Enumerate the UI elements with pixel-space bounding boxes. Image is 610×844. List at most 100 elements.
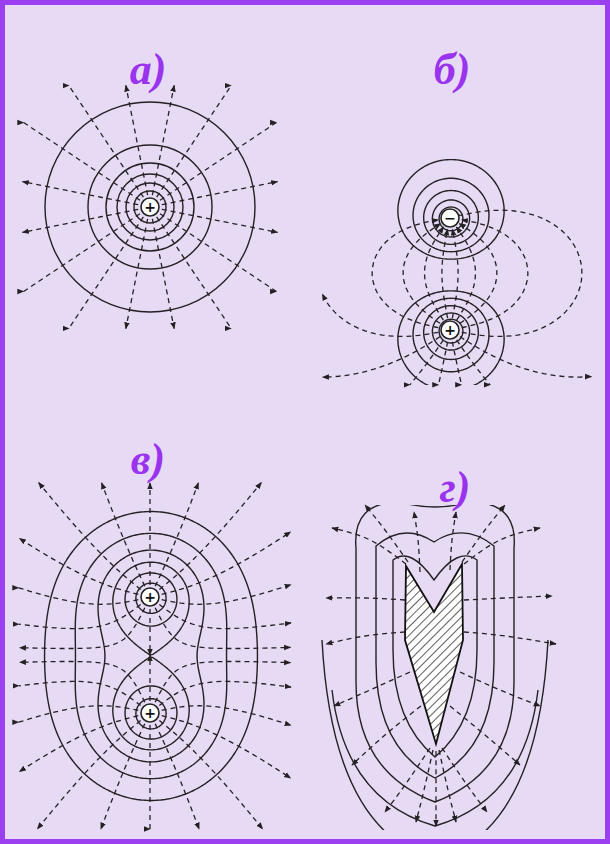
equipotential-line bbox=[424, 306, 479, 360]
charge-sign: + bbox=[444, 323, 456, 337]
equipotential-line bbox=[75, 533, 227, 778]
panel-label: г) bbox=[440, 466, 471, 510]
field-line bbox=[450, 512, 456, 570]
field-line bbox=[162, 585, 291, 605]
equipotential-line bbox=[356, 505, 515, 802]
equipotential-line bbox=[106, 163, 194, 251]
field-line bbox=[149, 483, 150, 585]
field-line bbox=[157, 217, 231, 328]
equipotential-line bbox=[88, 145, 212, 269]
field-line bbox=[19, 604, 141, 628]
field-line bbox=[37, 720, 140, 828]
field-line bbox=[332, 528, 406, 564]
panel-v bbox=[19, 483, 291, 829]
field-line bbox=[126, 219, 148, 329]
field-line bbox=[160, 123, 276, 201]
field-line bbox=[102, 483, 145, 586]
field-line bbox=[155, 661, 290, 702]
equipotential-line bbox=[432, 313, 469, 350]
field-line bbox=[326, 598, 405, 600]
equipotential-line bbox=[45, 511, 258, 800]
field-line bbox=[159, 604, 291, 628]
field-line bbox=[149, 655, 150, 701]
field-line bbox=[155, 483, 198, 586]
field-line bbox=[101, 724, 145, 829]
field-line bbox=[20, 661, 145, 702]
charge-sign: − bbox=[444, 211, 456, 225]
field-line bbox=[22, 209, 138, 232]
field-line bbox=[24, 123, 140, 201]
field-line bbox=[20, 716, 139, 772]
field-line bbox=[414, 512, 420, 572]
panel-a bbox=[22, 85, 277, 328]
field-line bbox=[457, 340, 490, 385]
field-line bbox=[19, 681, 141, 705]
pointed-conductor bbox=[405, 564, 463, 744]
panel-label: б) bbox=[434, 48, 471, 92]
field-line bbox=[439, 750, 456, 822]
field-line bbox=[416, 750, 433, 822]
field-line bbox=[452, 229, 458, 318]
point-charge bbox=[441, 321, 459, 339]
field-line bbox=[152, 85, 174, 195]
panel-label: а) bbox=[130, 48, 167, 92]
point-charge bbox=[141, 588, 159, 606]
field-line bbox=[155, 608, 290, 649]
field-line bbox=[322, 294, 438, 336]
field-line bbox=[162, 209, 278, 232]
field-line bbox=[410, 340, 443, 385]
point-charge bbox=[141, 198, 159, 216]
panel-b bbox=[322, 160, 591, 391]
field-line bbox=[456, 227, 475, 320]
field-line bbox=[326, 632, 405, 644]
field-line bbox=[334, 672, 410, 706]
field-line bbox=[323, 337, 440, 377]
field-line bbox=[155, 724, 199, 829]
field-line bbox=[459, 224, 496, 324]
field-line bbox=[385, 748, 430, 812]
equipotential-line bbox=[424, 190, 479, 244]
field-line bbox=[403, 224, 440, 324]
field-line bbox=[352, 706, 421, 765]
field-line bbox=[159, 681, 291, 705]
panel-label: в) bbox=[131, 438, 165, 482]
field-line bbox=[24, 214, 140, 292]
field-line bbox=[365, 505, 408, 562]
field-line bbox=[464, 632, 556, 644]
equipotential-line bbox=[98, 550, 204, 762]
equipotential-line bbox=[126, 183, 174, 231]
field-line bbox=[425, 227, 444, 320]
field-line bbox=[461, 210, 582, 336]
equipotential-line bbox=[117, 174, 183, 240]
equipotential-line bbox=[113, 562, 189, 750]
field-line bbox=[39, 483, 141, 590]
field-line bbox=[462, 220, 528, 328]
field-line bbox=[439, 342, 448, 385]
field-line bbox=[162, 532, 291, 594]
equipotential-line bbox=[393, 556, 477, 757]
field-line bbox=[442, 748, 487, 812]
field-line bbox=[464, 596, 552, 600]
panel-g bbox=[322, 502, 556, 840]
equipotential-line bbox=[376, 533, 494, 778]
field-line bbox=[162, 706, 291, 726]
equipotential-line bbox=[134, 191, 166, 223]
charge-sign: + bbox=[144, 200, 156, 214]
field-line bbox=[149, 609, 150, 655]
field-line bbox=[159, 483, 261, 590]
field-line bbox=[460, 672, 540, 706]
field-line bbox=[162, 716, 291, 778]
field-line bbox=[19, 706, 139, 723]
field-line bbox=[162, 182, 278, 205]
field-line bbox=[152, 219, 174, 329]
point-charge bbox=[141, 704, 159, 722]
field-line bbox=[442, 229, 448, 318]
field-line bbox=[372, 220, 438, 328]
equipotential-line bbox=[413, 178, 489, 251]
point-charge bbox=[441, 209, 459, 227]
field-line bbox=[452, 342, 461, 385]
equipotential-line bbox=[432, 200, 469, 237]
equipotential-line bbox=[125, 573, 177, 739]
